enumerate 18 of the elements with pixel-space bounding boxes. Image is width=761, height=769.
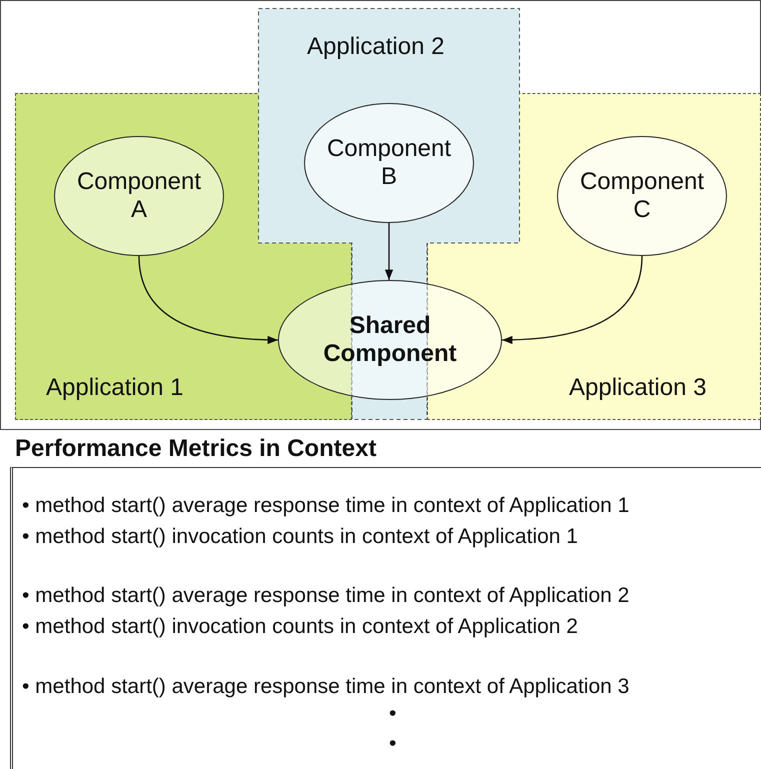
arrow xyxy=(384,223,394,280)
section-heading: Performance Metrics in Context xyxy=(15,435,376,463)
arrow xyxy=(138,256,278,344)
component-label: Component A xyxy=(76,168,202,224)
region-title: Application 2 xyxy=(307,33,444,61)
component-label: Component B xyxy=(326,135,452,191)
arrow xyxy=(502,256,643,344)
component-label: Shared Component xyxy=(322,312,458,368)
bullet-item: • method start() invocation counts in context of Application 2 xyxy=(22,615,578,639)
bullet-item: • method start() average response time in context of Application 3 xyxy=(22,675,630,699)
region-title: Application 1 xyxy=(46,374,184,402)
ellipsis-dot: • xyxy=(389,702,396,726)
bullet-item: • method start() average response time in context of Application 2 xyxy=(22,584,630,608)
component-label: Component C xyxy=(578,168,706,224)
bullet-item: • method start() average response time in context of Application 1 xyxy=(22,494,630,518)
region-title: Application 3 xyxy=(569,374,706,402)
bullet-item: • method start() invocation counts in context of Application 1 xyxy=(22,525,578,549)
ellipsis-dot: • xyxy=(389,732,396,756)
